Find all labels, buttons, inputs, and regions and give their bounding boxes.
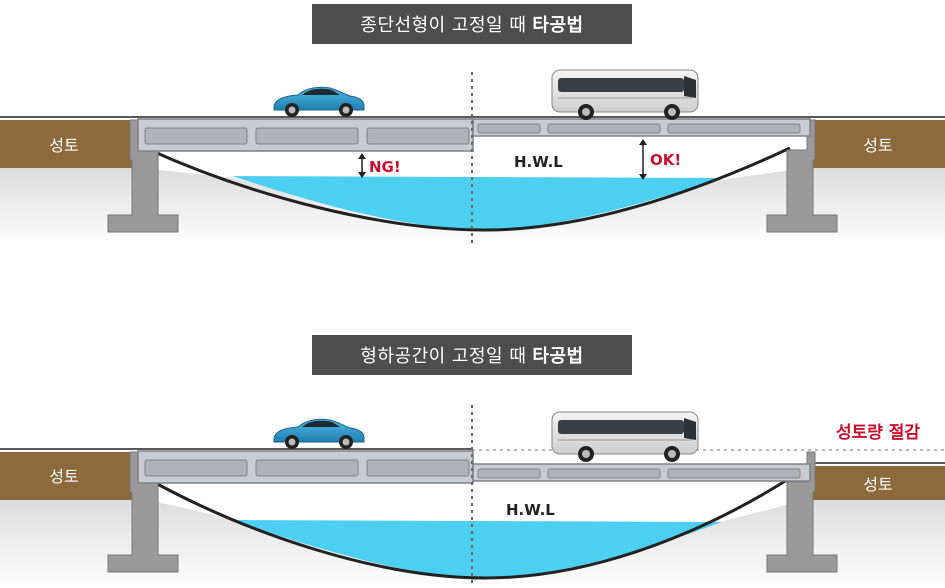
panel1-bus-icon (551, 69, 699, 121)
panel2-title: 형하공간이 고정일 때 타공법 (312, 335, 632, 375)
panel1-girder-right (472, 118, 811, 137)
panel1-car-icon (273, 86, 365, 118)
panel2-abutment-right (766, 451, 838, 573)
panel2-title-bold: 타공법 (532, 346, 584, 367)
panel1-title: 종단선형이 고정일 때 타공법 (312, 4, 632, 44)
panel1-water (232, 176, 722, 230)
panel2-embankment-right-label: 성토 (863, 475, 892, 494)
panel1-girder-left (137, 118, 474, 152)
panel1-title-bold: 타공법 (532, 15, 584, 36)
panel2-embankment-right (810, 466, 945, 500)
panel2-hwl-label: H.W.L (506, 501, 555, 519)
panel2-title-regular: 형하공간이 고정일 때 (360, 346, 527, 367)
panel2-girder-left (137, 450, 474, 484)
panel1-embankment-left (0, 120, 138, 168)
panel1-embankment-left-label: 성토 (49, 136, 78, 155)
panel1-embankment-right-label: 성토 (863, 136, 892, 155)
panel2-girder-right (472, 463, 811, 482)
panel2: H.W.L 성토량 절감 성토 성토 (0, 405, 945, 588)
panel2-riverbed (149, 476, 791, 580)
panel1-ok-arrow-icon (639, 139, 647, 180)
panel2-embankment-left (0, 452, 138, 500)
panel2-water (232, 520, 722, 578)
panel1-abutment-right (766, 119, 838, 233)
panel1-hwl-label: H.W.L (514, 153, 563, 171)
panel1-ok-label: OK! (650, 151, 681, 169)
panel1-ng-label: NG! (369, 158, 401, 176)
panel2-bus-icon (551, 411, 699, 463)
panel1: NG! OK! H.W.L 성토 성토 (0, 69, 945, 245)
panel1-riverbed (149, 146, 791, 232)
panel1-ng-arrow-icon (358, 153, 366, 178)
panel2-car-icon (273, 418, 365, 450)
panel2-reduction-label: 성토량 절감 (836, 422, 920, 443)
panel1-title-regular: 종단선형이 고정일 때 (360, 15, 527, 36)
panel1-embankment-right (810, 120, 945, 168)
panel1-ground (0, 168, 945, 245)
panel2-embankment-left-label: 성토 (49, 467, 78, 486)
